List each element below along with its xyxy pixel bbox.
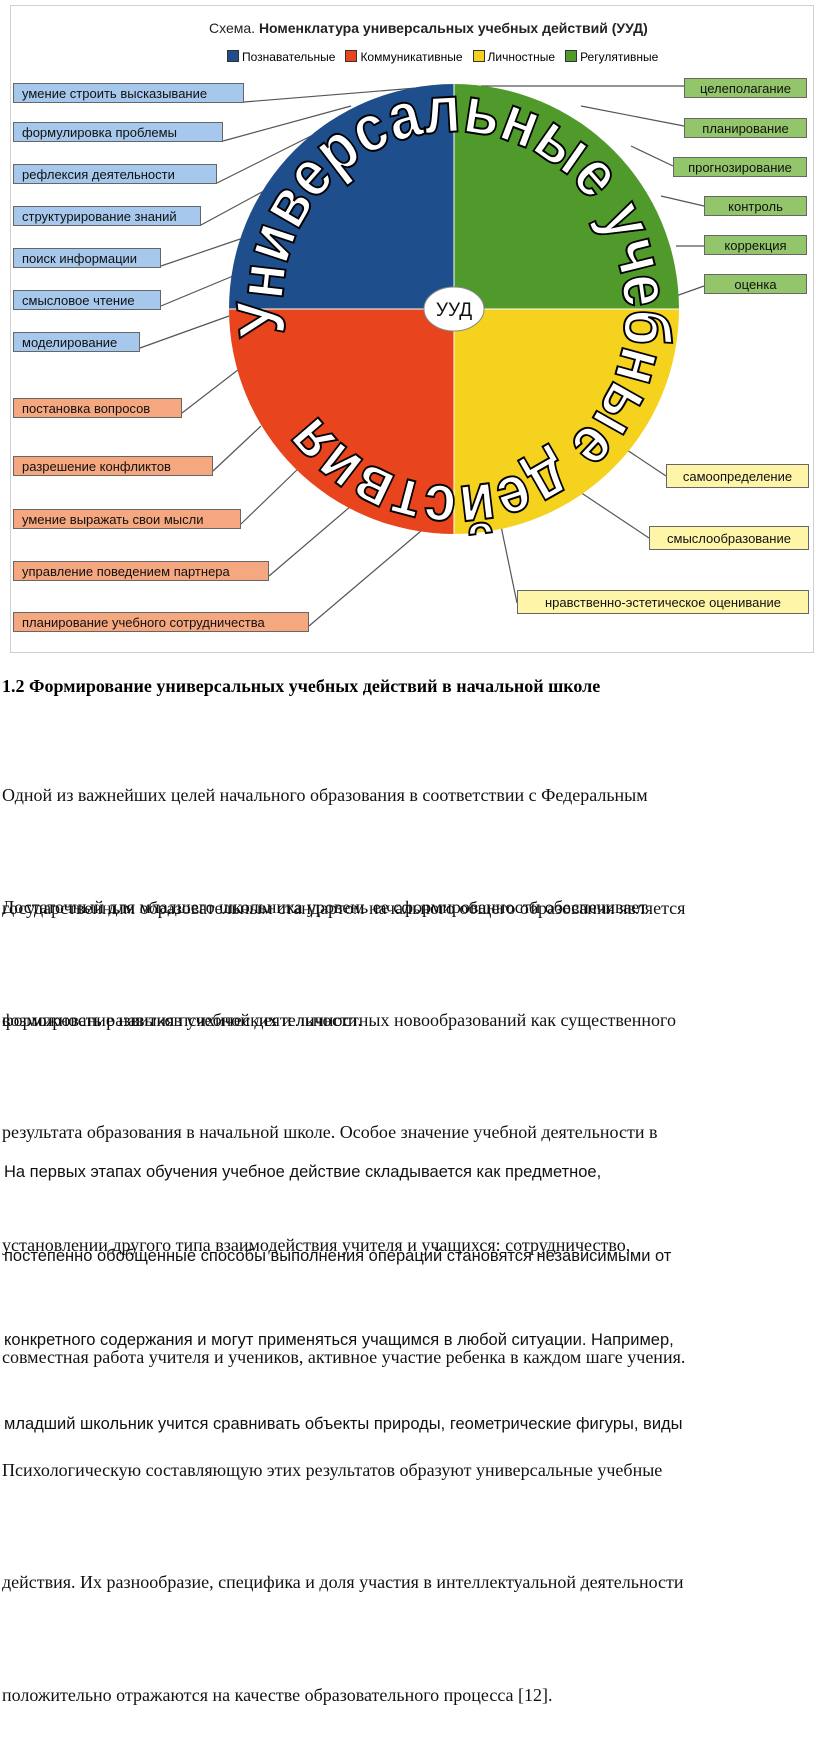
personal-box: нравственно-эстетическое оценивание bbox=[517, 590, 809, 614]
personal-box: смыслообразование bbox=[649, 526, 809, 550]
text-line: положительно отражаются на качестве обра… bbox=[2, 1684, 553, 1705]
diagram-title: Схема. Номенклатура универсальных учебны… bbox=[209, 20, 648, 36]
diagram-graphics: Универсальные учебные действия УУД bbox=[139, 70, 705, 627]
text-line: возможность развития психических и лично… bbox=[2, 1009, 676, 1030]
center-label: УУД bbox=[436, 300, 472, 321]
uud-diagram: Универсальные учебные действия УУД Схема… bbox=[10, 5, 814, 653]
title-prefix: Схема. bbox=[209, 20, 256, 36]
regulative-box: коррекция bbox=[704, 235, 807, 255]
legend: Познавательные Коммуникативные Личностны… bbox=[227, 50, 658, 64]
communicative-box: планирование учебного сотрудничества bbox=[13, 612, 309, 632]
text-line: результата образования в начальной школе… bbox=[2, 1122, 658, 1142]
regulative-box: контроль bbox=[704, 196, 807, 216]
swatch-icon bbox=[227, 50, 239, 62]
regulative-quadrant bbox=[454, 84, 679, 309]
communicative-quadrant bbox=[229, 309, 454, 534]
communicative-box: умение выражать свои мысли bbox=[13, 509, 241, 529]
paragraph-3: На первых этапах обучения учебное действ… bbox=[4, 1102, 683, 1466]
text-line: государственным образовательным стандарт… bbox=[2, 897, 686, 918]
cognitive-box: поиск информации bbox=[13, 248, 161, 268]
cognitive-box: рефлексия деятельности bbox=[13, 164, 217, 184]
cognitive-box: умение строить высказывание bbox=[13, 83, 244, 103]
center-badge bbox=[423, 286, 485, 332]
text-line: младший школьник учится сравнивать объек… bbox=[4, 1415, 683, 1433]
swatch-icon bbox=[345, 50, 358, 62]
legend-label: Регулятивные bbox=[580, 50, 659, 64]
text-line: конкретного содержания и могут применять… bbox=[4, 1331, 674, 1349]
cognitive-box: структурирование знаний bbox=[13, 206, 201, 226]
swatch-icon bbox=[472, 50, 485, 62]
legend-item: Личностные bbox=[472, 50, 556, 64]
connector-lines bbox=[139, 85, 705, 627]
section-heading: 1.2 Формирование универсальных учебных д… bbox=[2, 676, 601, 696]
legend-item: Регулятивные bbox=[565, 50, 658, 64]
communicative-box: разрешение конфликтов bbox=[13, 456, 213, 476]
swatch-icon bbox=[565, 50, 578, 62]
legend-item: Познавательные bbox=[227, 50, 335, 64]
regulative-box: планирование bbox=[684, 118, 807, 138]
legend-item: Коммуникативные bbox=[345, 50, 463, 64]
communicative-box: постановка вопросов bbox=[13, 398, 182, 418]
cognitive-box: формулировка проблемы bbox=[13, 122, 223, 142]
text-line: Достаточный для младшего школьника урове… bbox=[2, 897, 648, 917]
legend-label: Познавательные bbox=[242, 50, 336, 64]
regulative-box: прогнозирование bbox=[673, 157, 807, 177]
title-main: Номенклатура универсальных учебных дейст… bbox=[258, 20, 648, 36]
text-line: действия. Их разнообразие, специфика и д… bbox=[2, 1572, 684, 1592]
legend-label: Личностные bbox=[487, 50, 556, 64]
personal-box: самоопределение bbox=[666, 464, 809, 488]
text-line: На первых этапах обучения учебное действ… bbox=[4, 1163, 602, 1181]
text-line: формирование навыков учебной деятельност… bbox=[2, 1010, 362, 1030]
legend-label: Коммуникативные bbox=[360, 50, 463, 64]
regulative-box: оценка bbox=[704, 274, 807, 294]
regulative-box: целеполагание bbox=[684, 78, 807, 98]
text-line: Одной из важнейших целей начального обра… bbox=[2, 785, 648, 805]
cognitive-quadrant bbox=[229, 84, 454, 309]
text-line: постепенно обобщенные способы выполнения… bbox=[4, 1247, 672, 1265]
personal-quadrant bbox=[454, 309, 679, 534]
paragraph-1: Одной из важнейших целей начального обра… bbox=[2, 702, 685, 1077]
cognitive-box: моделирование bbox=[13, 332, 140, 352]
communicative-box: управление поведением партнера bbox=[13, 561, 269, 581]
cognitive-box: смысловое чтение bbox=[13, 290, 161, 310]
